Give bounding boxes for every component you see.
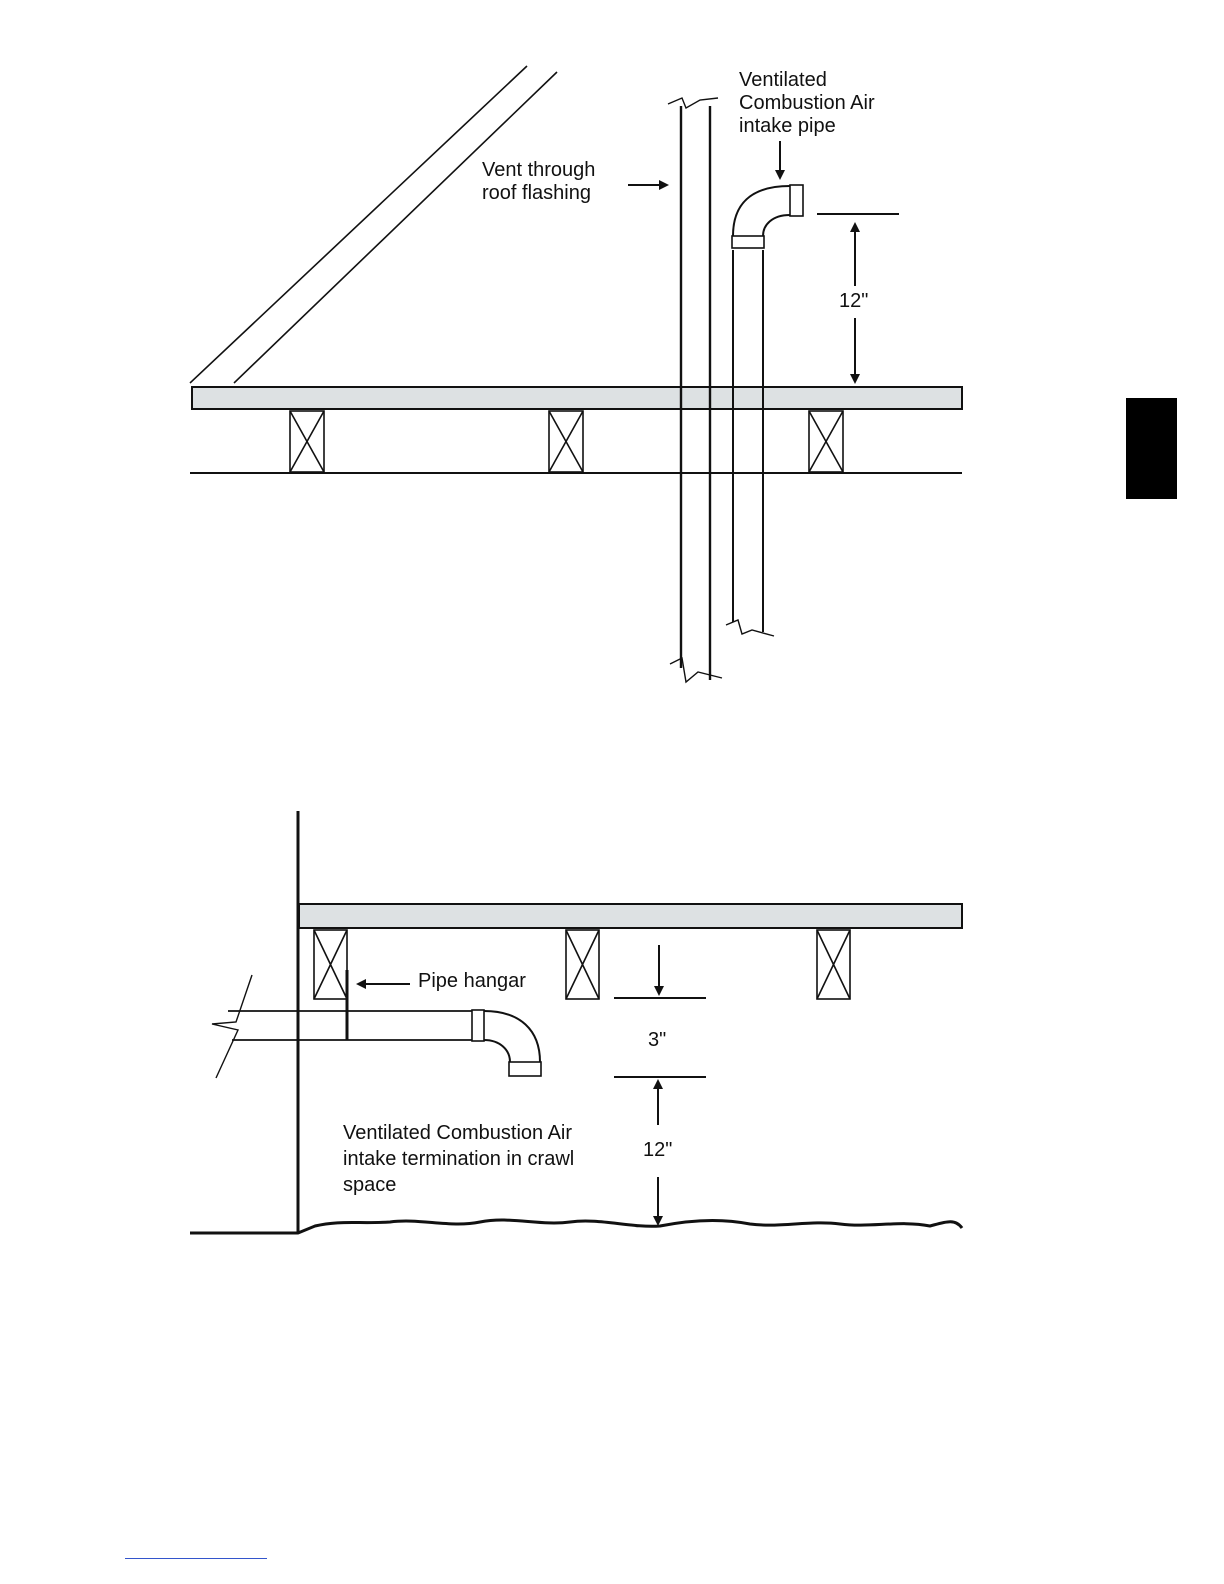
dimension-line [614, 945, 706, 1077]
crawl-intake-label: Ventilated Combustion Air intake termina… [343, 1120, 574, 1198]
joist [566, 930, 599, 999]
roof-rafter [190, 66, 557, 383]
joist [290, 411, 324, 472]
joist [314, 930, 347, 999]
joist [817, 930, 850, 999]
vent-flashing-label: Vent through roof flashing [482, 159, 595, 205]
joist [549, 411, 583, 472]
pipe-hangar-label: Pipe hangar [418, 970, 526, 993]
intake-pipe-label: Ventilated Combustion Air intake pipe [739, 69, 875, 138]
intake-pipe [726, 185, 803, 636]
roof-dimension-label: 12" [839, 290, 868, 313]
section-tab [1126, 398, 1177, 499]
joist [809, 411, 843, 472]
footer-link-underline [125, 1558, 267, 1559]
floor-board [299, 904, 962, 928]
ground-line [190, 1220, 962, 1233]
clearance-dimension-label: 3" [648, 1029, 666, 1052]
height-dimension-label: 12" [643, 1139, 672, 1162]
